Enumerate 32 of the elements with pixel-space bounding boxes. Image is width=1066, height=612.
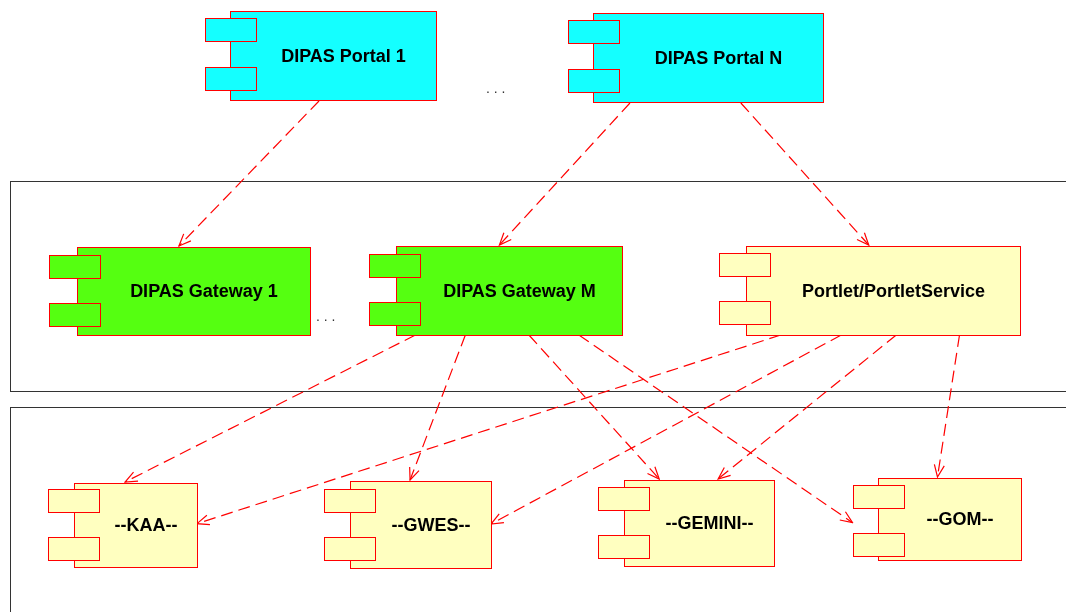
dashed-arrow — [717, 334, 897, 480]
dashed-arrow — [409, 334, 466, 481]
component-box — [719, 246, 1021, 336]
component-box — [324, 481, 492, 569]
component-box — [568, 13, 824, 103]
component-label: DIPAS Portal 1 — [281, 44, 406, 68]
dashed-arrow — [933, 334, 961, 478]
component-label: DIPAS Portal N — [654, 46, 783, 70]
dashed-arrow — [528, 334, 660, 480]
component-label: DIPAS Gateway M — [443, 279, 596, 303]
component-box — [369, 246, 623, 336]
ellipsis-text: . . . — [486, 79, 506, 98]
component-box — [598, 480, 775, 567]
container-frame — [10, 181, 1066, 392]
container-frame — [10, 407, 1066, 612]
component-label: --GWES-- — [391, 513, 471, 537]
component-label: --KAA-- — [114, 514, 178, 537]
component-box — [48, 483, 198, 568]
dashed-arrow — [498, 102, 631, 246]
component-box — [853, 478, 1022, 561]
component-box — [205, 11, 437, 101]
component-label: Portlet/PortletService — [801, 279, 986, 303]
component-label: --GEMINI-- — [665, 512, 754, 535]
dashed-arrow — [740, 102, 870, 246]
component-label: DIPAS Gateway 1 — [130, 280, 278, 303]
ellipsis-text: . . . — [316, 307, 336, 326]
component-box — [49, 247, 311, 336]
dashed-arrow — [124, 334, 417, 483]
dashed-arrow — [578, 334, 854, 524]
dashed-arrow — [178, 100, 320, 247]
component-label: --GOM-- — [926, 508, 994, 531]
dashed-arrow — [490, 334, 842, 525]
